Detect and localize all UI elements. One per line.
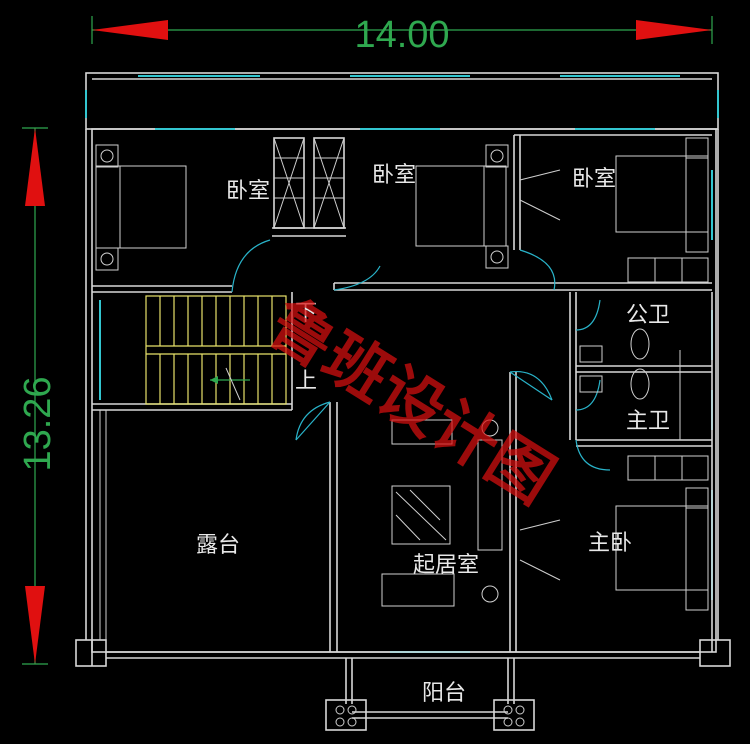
stair-label-up: 上: [295, 369, 317, 394]
room-label-balcony: 阳台: [422, 681, 466, 706]
bathroom-fixtures: [579, 328, 681, 440]
balcony-structure: [325, 658, 535, 731]
width-dimension-label: 14.00: [354, 14, 449, 56]
arrow-right: [636, 20, 712, 40]
room-label-bedroom-right: 卧室: [572, 167, 616, 192]
room-label-bedroom-left: 卧室: [226, 179, 270, 204]
living-furniture: [381, 419, 503, 607]
room-label-public-bath: 公卫: [626, 303, 670, 328]
dimension-left: 13.26: [17, 127, 59, 665]
doors: [231, 239, 611, 471]
arrow-down: [25, 586, 45, 664]
bed-master: [519, 455, 709, 611]
room-label-master-bedroom: 主卧: [588, 531, 632, 556]
bed-left: [95, 144, 187, 271]
watermark-text: 鲁班设计图: [256, 286, 567, 518]
arrow-left: [92, 20, 168, 40]
room-label-bedroom-mid: 卧室: [372, 163, 416, 188]
staircase: [145, 295, 287, 405]
room-label-terrace: 露台: [196, 533, 240, 558]
room-label-master-bath: 主卫: [626, 409, 670, 434]
stair-label-down: 下: [295, 301, 317, 326]
dimension-top: 14.00: [91, 14, 713, 56]
room-label-living-room: 起居室: [413, 553, 479, 578]
interior-walls: [75, 134, 731, 667]
height-dimension-label: 13.26: [17, 376, 59, 471]
arrow-up: [25, 128, 45, 206]
bed-right: [519, 137, 709, 283]
bed-mid: [415, 144, 509, 269]
